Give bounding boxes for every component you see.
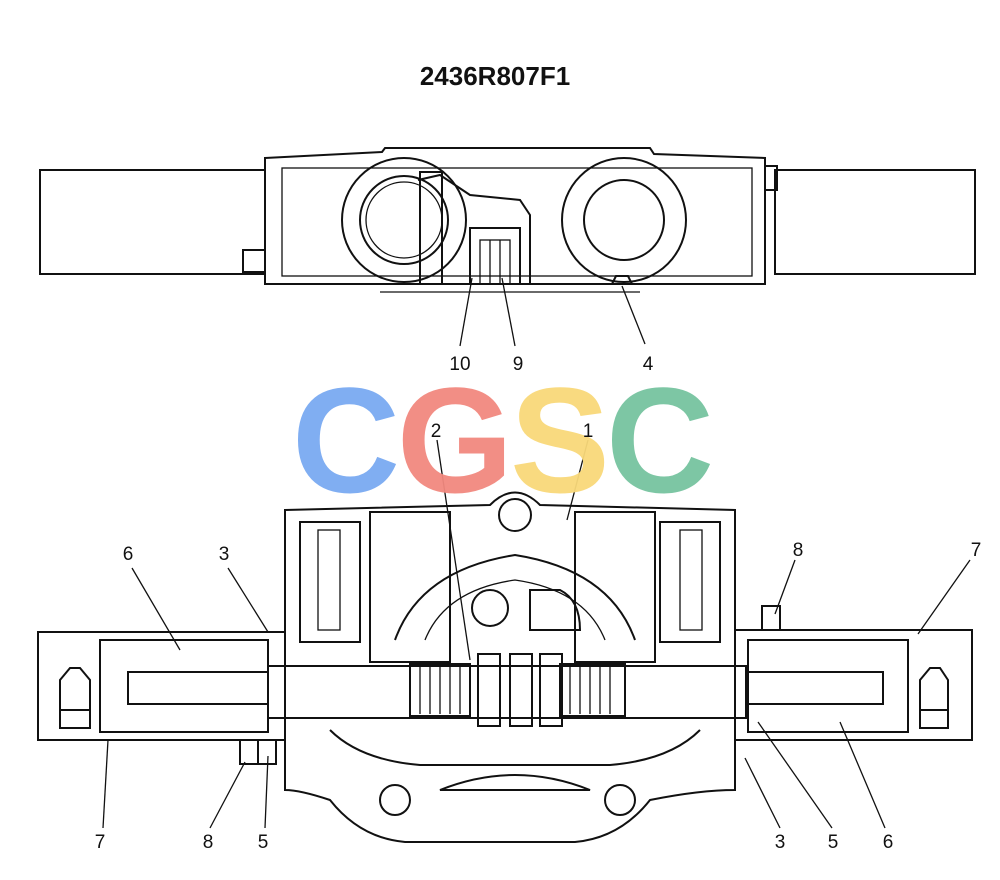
callout-2: 2 xyxy=(431,421,442,442)
callout-3-right: 3 xyxy=(775,832,786,853)
callout-9: 9 xyxy=(513,354,524,375)
callout-3-left: 3 xyxy=(219,544,230,565)
drawing-code: 2436R807F1 xyxy=(420,61,570,91)
watermark-letter-s: S xyxy=(510,356,610,524)
watermark: C G S C xyxy=(292,356,714,524)
callout-6-right: 6 xyxy=(883,832,894,853)
watermark-letter-c1: C xyxy=(292,356,400,524)
callout-8-right: 8 xyxy=(793,540,804,561)
callout-6-left: 6 xyxy=(123,544,134,565)
callout-10: 10 xyxy=(449,354,470,375)
section-view xyxy=(37,439,973,843)
callout-7-right: 7 xyxy=(971,540,982,561)
callout-4: 4 xyxy=(643,354,654,375)
callout-1: 1 xyxy=(583,421,594,442)
top-view xyxy=(39,147,976,347)
watermark-letter-g: G xyxy=(397,356,514,524)
callout-8-left: 8 xyxy=(203,832,214,853)
watermark-letter-c2: C xyxy=(606,356,714,524)
callout-7-left: 7 xyxy=(95,832,106,853)
callout-5-left: 5 xyxy=(258,832,269,853)
callout-5-right: 5 xyxy=(828,832,839,853)
